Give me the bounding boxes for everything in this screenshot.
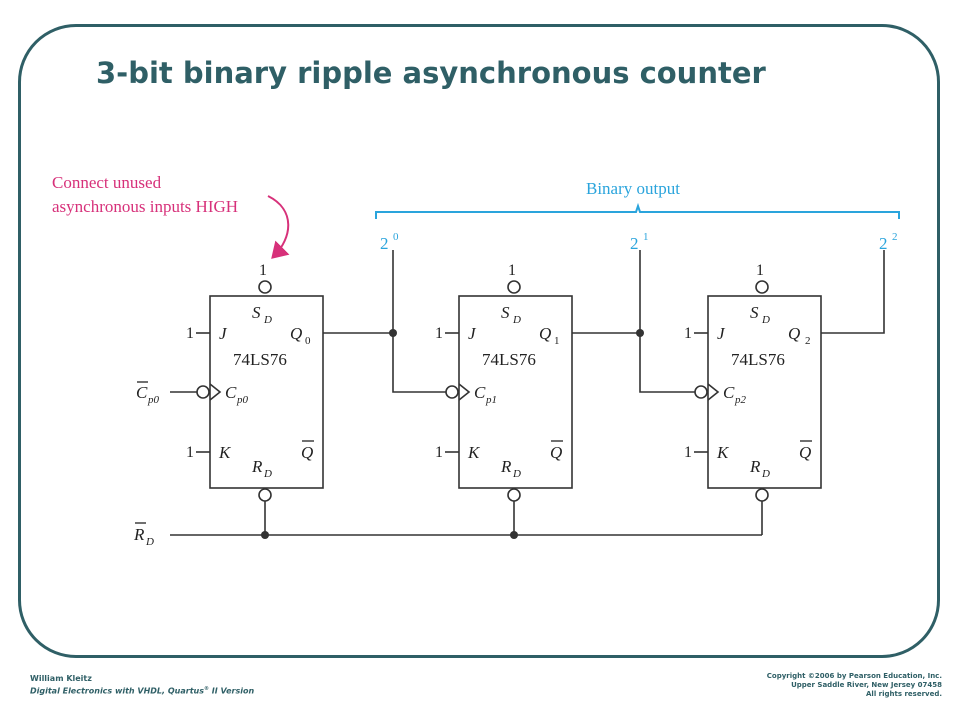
flipflop-0-j-label: J — [219, 324, 228, 343]
flipflop-1-rd-sub: D — [512, 468, 521, 480]
flipflop-2-k-level: 1 — [684, 444, 692, 461]
flipflop-2-clock-bubble — [694, 385, 708, 399]
flipflop-1-clock-bubble — [445, 385, 459, 399]
flipflop-1-cp-label: C — [474, 383, 486, 402]
flipflop-2-clock-triangle — [707, 383, 720, 401]
flipflop-1-j-level: 1 — [435, 325, 443, 342]
flipflop-1-rd-bubble — [507, 488, 521, 502]
flipflop-1-k-label: K — [467, 443, 481, 462]
flipflop-2-qbar-label: Q — [799, 443, 811, 462]
flipflop-1-q-sub: 1 — [554, 335, 560, 347]
flipflop-2-rd-label: R — [749, 457, 761, 476]
flipflop-0-qbar-label: Q — [301, 443, 313, 462]
flipflop-2-sd-label: S — [750, 303, 759, 322]
flipflop-1-sd-level: 1 — [508, 262, 516, 279]
flipflop-1-cp-sub: p1 — [485, 394, 497, 406]
bit1-base: 2 — [630, 234, 639, 253]
footer-book-title: Digital Electronics with VHDL, Quartus — [30, 686, 204, 696]
footer-book-reg: ® — [203, 686, 209, 692]
flipflop-2-j-level: 1 — [684, 325, 692, 342]
binary-output-label: Binary output — [586, 179, 680, 198]
flipflop-1-body — [458, 295, 573, 489]
footer-author: William Kleitz — [30, 674, 92, 683]
flipflop-2-sd-sub: D — [761, 314, 770, 326]
flipflop-0-part: 74LS76 — [233, 350, 287, 369]
reset-input-label: R — [133, 525, 145, 544]
junction-dot-q0 — [389, 329, 397, 337]
slide-title: 3-bit binary ripple asynchronous counter — [96, 56, 766, 90]
binary-output-bracket — [375, 202, 900, 219]
junction-dot-reset-0 — [261, 531, 269, 539]
annotation-line-1: Connect unused — [52, 173, 162, 192]
flipflop-2-sd-level: 1 — [756, 262, 764, 279]
flipflop-0-clock-bubble — [196, 385, 210, 399]
flipflop-2-part: 74LS76 — [731, 350, 785, 369]
footer-book: Digital Electronics with VHDL, Quartus® … — [30, 684, 254, 697]
flipflop-1-k-level: 1 — [435, 444, 443, 461]
flipflop-0-cp-label: C — [225, 383, 237, 402]
flipflop-0-sd-bubble — [258, 280, 272, 294]
footer-author-block: William Kleitz Digital Electronics with … — [30, 674, 254, 697]
bit2-base: 2 — [879, 234, 888, 253]
flipflop-0-q-label: Q — [290, 324, 302, 343]
flipflop-1-rd-label: R — [500, 457, 512, 476]
q0-ripple-wire — [323, 332, 446, 393]
footer-copyright: Copyright ©2006 by Pearson Education, In… — [766, 672, 942, 680]
flipflop-0-sd-sub: D — [263, 314, 272, 326]
bit0-base: 2 — [380, 234, 389, 253]
flipflop-0-j-level: 1 — [186, 325, 194, 342]
junction-dot-reset-1 — [510, 531, 518, 539]
bit2-output-wire — [821, 250, 885, 334]
annotation-arrow — [267, 195, 290, 259]
flipflop-1-q-label: Q — [539, 324, 551, 343]
junction-dot-q1 — [636, 329, 644, 337]
annotation-line-2: asynchronous inputs HIGH — [52, 197, 238, 216]
flipflop-0-k-level: 1 — [186, 444, 194, 461]
footer-copyright-block: Copyright ©2006 by Pearson Education, In… — [767, 672, 942, 699]
flipflop-2-q-sub: 2 — [805, 335, 811, 347]
flipflop-2-cp-label: C — [723, 383, 735, 402]
flipflop-2-k-label: K — [716, 443, 730, 462]
bit0-exponent: 0 — [393, 231, 399, 243]
flipflop-0-cp-sub: p0 — [236, 394, 249, 406]
bit1-exponent: 1 — [643, 231, 649, 243]
flipflop-0-rd-sub: D — [263, 468, 272, 480]
flipflop-0-clock-triangle — [209, 383, 222, 401]
flipflop-2-q-label: Q — [788, 324, 800, 343]
flipflop-2-sd-bubble — [755, 280, 769, 294]
flipflop-2-rd-sub: D — [761, 468, 770, 480]
flipflop-1-sd-bubble — [507, 280, 521, 294]
flipflop-0-rd-bubble — [258, 488, 272, 502]
clock-input-label: C — [136, 383, 148, 402]
flipflop-0-q-sub: 0 — [305, 335, 311, 347]
flipflop-0-rd-label: R — [251, 457, 263, 476]
clock-input-sub: p0 — [147, 394, 160, 406]
slide-frame — [18, 24, 940, 658]
flipflop-0-body — [209, 295, 324, 489]
flipflop-1-clock-triangle — [458, 383, 471, 401]
footer-book-tail: II Version — [208, 686, 255, 696]
flipflop-1-sd-sub: D — [512, 314, 521, 326]
flipflop-0-k-label: K — [218, 443, 232, 462]
flipflop-2-body — [707, 295, 822, 489]
footer-rights: All rights reserved. — [866, 690, 942, 698]
flipflop-1-sd-label: S — [501, 303, 510, 322]
reset-input-sub: D — [145, 536, 154, 548]
flipflop-1-qbar-label: Q — [550, 443, 562, 462]
flipflop-2-j-label: J — [717, 324, 726, 343]
q1-ripple-wire — [572, 332, 695, 393]
flipflop-0-sd-level: 1 — [259, 262, 267, 279]
flipflop-1-part: 74LS76 — [482, 350, 536, 369]
bit2-exponent: 2 — [892, 231, 898, 243]
footer-address: Upper Saddle River, New Jersey 07458 — [791, 681, 942, 689]
flipflop-2-cp-sub: p2 — [734, 394, 747, 406]
flipflop-0-sd-label: S — [252, 303, 261, 322]
flipflop-1-j-label: J — [468, 324, 477, 343]
flipflop-2-rd-bubble — [755, 488, 769, 502]
